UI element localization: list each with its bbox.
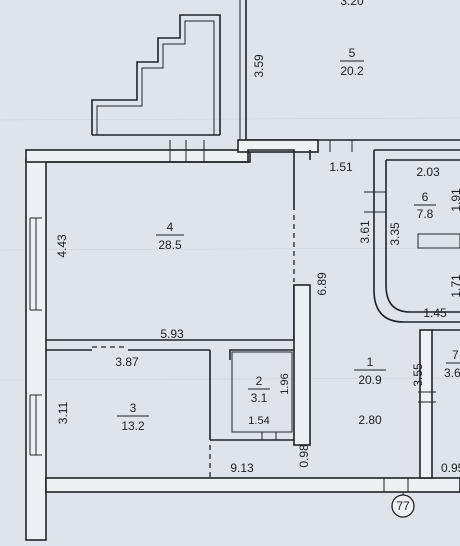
dimension-label: 5.93 — [160, 327, 184, 341]
room-area: 7.8 — [417, 207, 434, 221]
room-area: 3.1 — [251, 391, 268, 405]
outer-wall-left — [25, 159, 47, 541]
room-area: 20.9 — [358, 373, 382, 387]
dimension-label: 3.11 — [56, 401, 70, 424]
axis-marker-label: 77 — [396, 499, 410, 513]
dimension-label: 0.98 — [297, 444, 311, 468]
dimension-label: 3.61 — [358, 220, 372, 244]
room-number: 6 — [422, 190, 429, 204]
top-wall — [25, 139, 319, 163]
room-6 — [329, 140, 460, 323]
dimension-label: 6.89 — [315, 272, 329, 296]
room-labels: 5 20.2 4 28.5 6 7.8 1 20.9 2 3.1 3 13.2 … — [117, 46, 460, 433]
room-number: 3 — [130, 401, 137, 415]
dimension-label: 2.03 — [416, 165, 440, 179]
dimension-label: 3.20 — [340, 0, 364, 8]
room-area: 20.2 — [340, 64, 364, 78]
dimension-label: 1.71 — [449, 274, 460, 298]
axis-marker: 77 — [391, 492, 415, 518]
room-number: 4 — [167, 220, 174, 234]
room-7 — [418, 329, 460, 479]
dimension-label: 1.91 — [449, 188, 460, 212]
dimension-labels: 3.20 3.59 1.51 2.03 1.91 4.43 3.61 3.35 … — [55, 0, 460, 475]
room-number: 7 — [452, 348, 459, 362]
room-2 — [229, 349, 294, 440]
dimension-label: 0.95 — [441, 461, 460, 475]
staircase — [91, 14, 221, 136]
room-3 — [46, 346, 294, 478]
corridor-wall — [293, 150, 311, 446]
room-number: 5 — [349, 46, 356, 60]
bottom-wall — [45, 477, 460, 493]
room-area: 28.5 — [158, 238, 182, 252]
dimension-label: 3.35 — [388, 222, 402, 246]
paper-grid — [0, 117, 460, 381]
dimension-label: 1.51 — [329, 160, 353, 174]
dimension-label: 1.45 — [423, 306, 447, 320]
dimension-label: 2.80 — [358, 413, 382, 427]
room-area: 3.6 — [444, 366, 460, 380]
room-area: 13.2 — [121, 419, 145, 433]
dimension-label: 4.43 — [55, 234, 69, 258]
dimension-label: 1.54 — [248, 415, 269, 427]
dimension-label: 3.59 — [252, 54, 266, 78]
dimension-label: 3.55 — [411, 363, 425, 387]
room-number: 2 — [256, 374, 263, 388]
dimension-label: 9.13 — [230, 461, 254, 475]
dimension-label: 1.96 — [279, 373, 291, 394]
dimension-label: 3.87 — [115, 355, 139, 369]
room-number: 1 — [367, 355, 374, 369]
